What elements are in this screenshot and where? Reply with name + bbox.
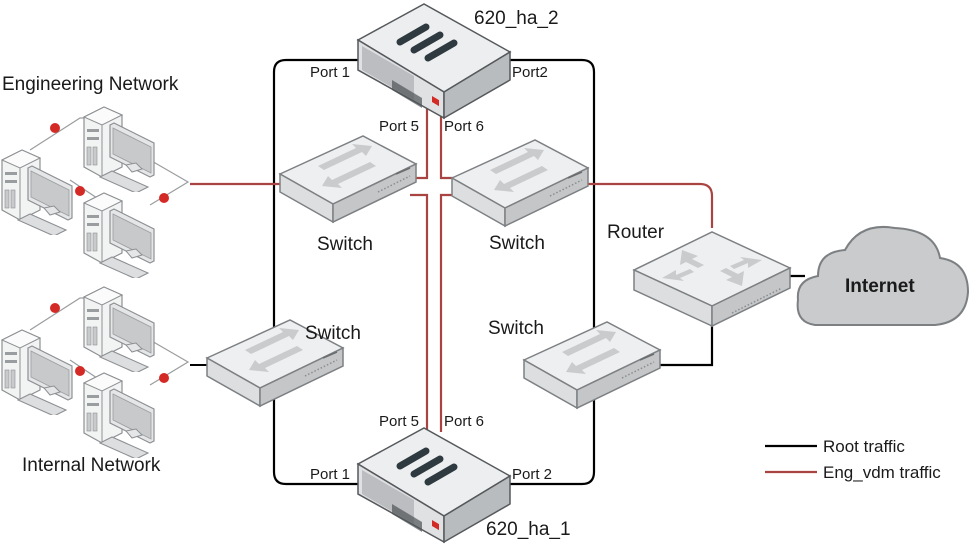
eng-traffic-links [190, 100, 714, 432]
engineering-network-label: Engineering Network [2, 74, 179, 95]
fw-top-port5: Port 5 [379, 118, 419, 135]
switch-bottom-right-label: Switch [488, 318, 544, 339]
switch-bottom-right[interactable] [524, 322, 660, 408]
internal-computer-2[interactable] [84, 287, 154, 373]
router-label: Router [607, 222, 665, 243]
internet-label: Internet [845, 276, 915, 297]
engineering-computer-1[interactable] [2, 150, 72, 236]
internal-network-label: Internal Network [22, 455, 161, 476]
root-traffic-link-loop [272, 58, 596, 486]
fw-top-port6: Port 6 [444, 118, 484, 135]
switch-top-left[interactable] [280, 136, 416, 222]
fw-bottom-port5: Port 5 [379, 413, 419, 430]
fw-bottom-port2: Port 2 [512, 466, 552, 483]
fw-bottom-port1: Port 1 [310, 466, 350, 483]
legend-root-label: Root traffic [823, 437, 905, 456]
engineering-computer-3[interactable] [84, 193, 154, 279]
router[interactable] [634, 232, 790, 326]
internal-computer-3[interactable] [84, 373, 154, 459]
legend: Root traffic Eng_vdm traffic [765, 437, 941, 482]
fw-top-name: 620_ha_2 [474, 8, 559, 29]
legend-eng-label: Eng_vdm traffic [823, 463, 941, 482]
switch-top-right-label: Switch [489, 233, 545, 254]
fw-top-port1: Port 1 [310, 64, 350, 81]
eng-vdom-markers [50, 123, 169, 383]
fw-top-port2: Port2 [512, 64, 548, 81]
fw-bottom-port6: Port 6 [444, 413, 484, 430]
fw-bottom-name: 620_ha_1 [486, 519, 571, 540]
switch-bottom-left-label: Switch [305, 323, 361, 344]
switch-top-right[interactable] [452, 140, 588, 226]
internet-cloud-icon[interactable] [796, 226, 970, 326]
engineering-computer-2[interactable] [84, 107, 154, 193]
internal-computer-1[interactable] [2, 330, 72, 416]
switch-top-left-label: Switch [317, 234, 373, 255]
